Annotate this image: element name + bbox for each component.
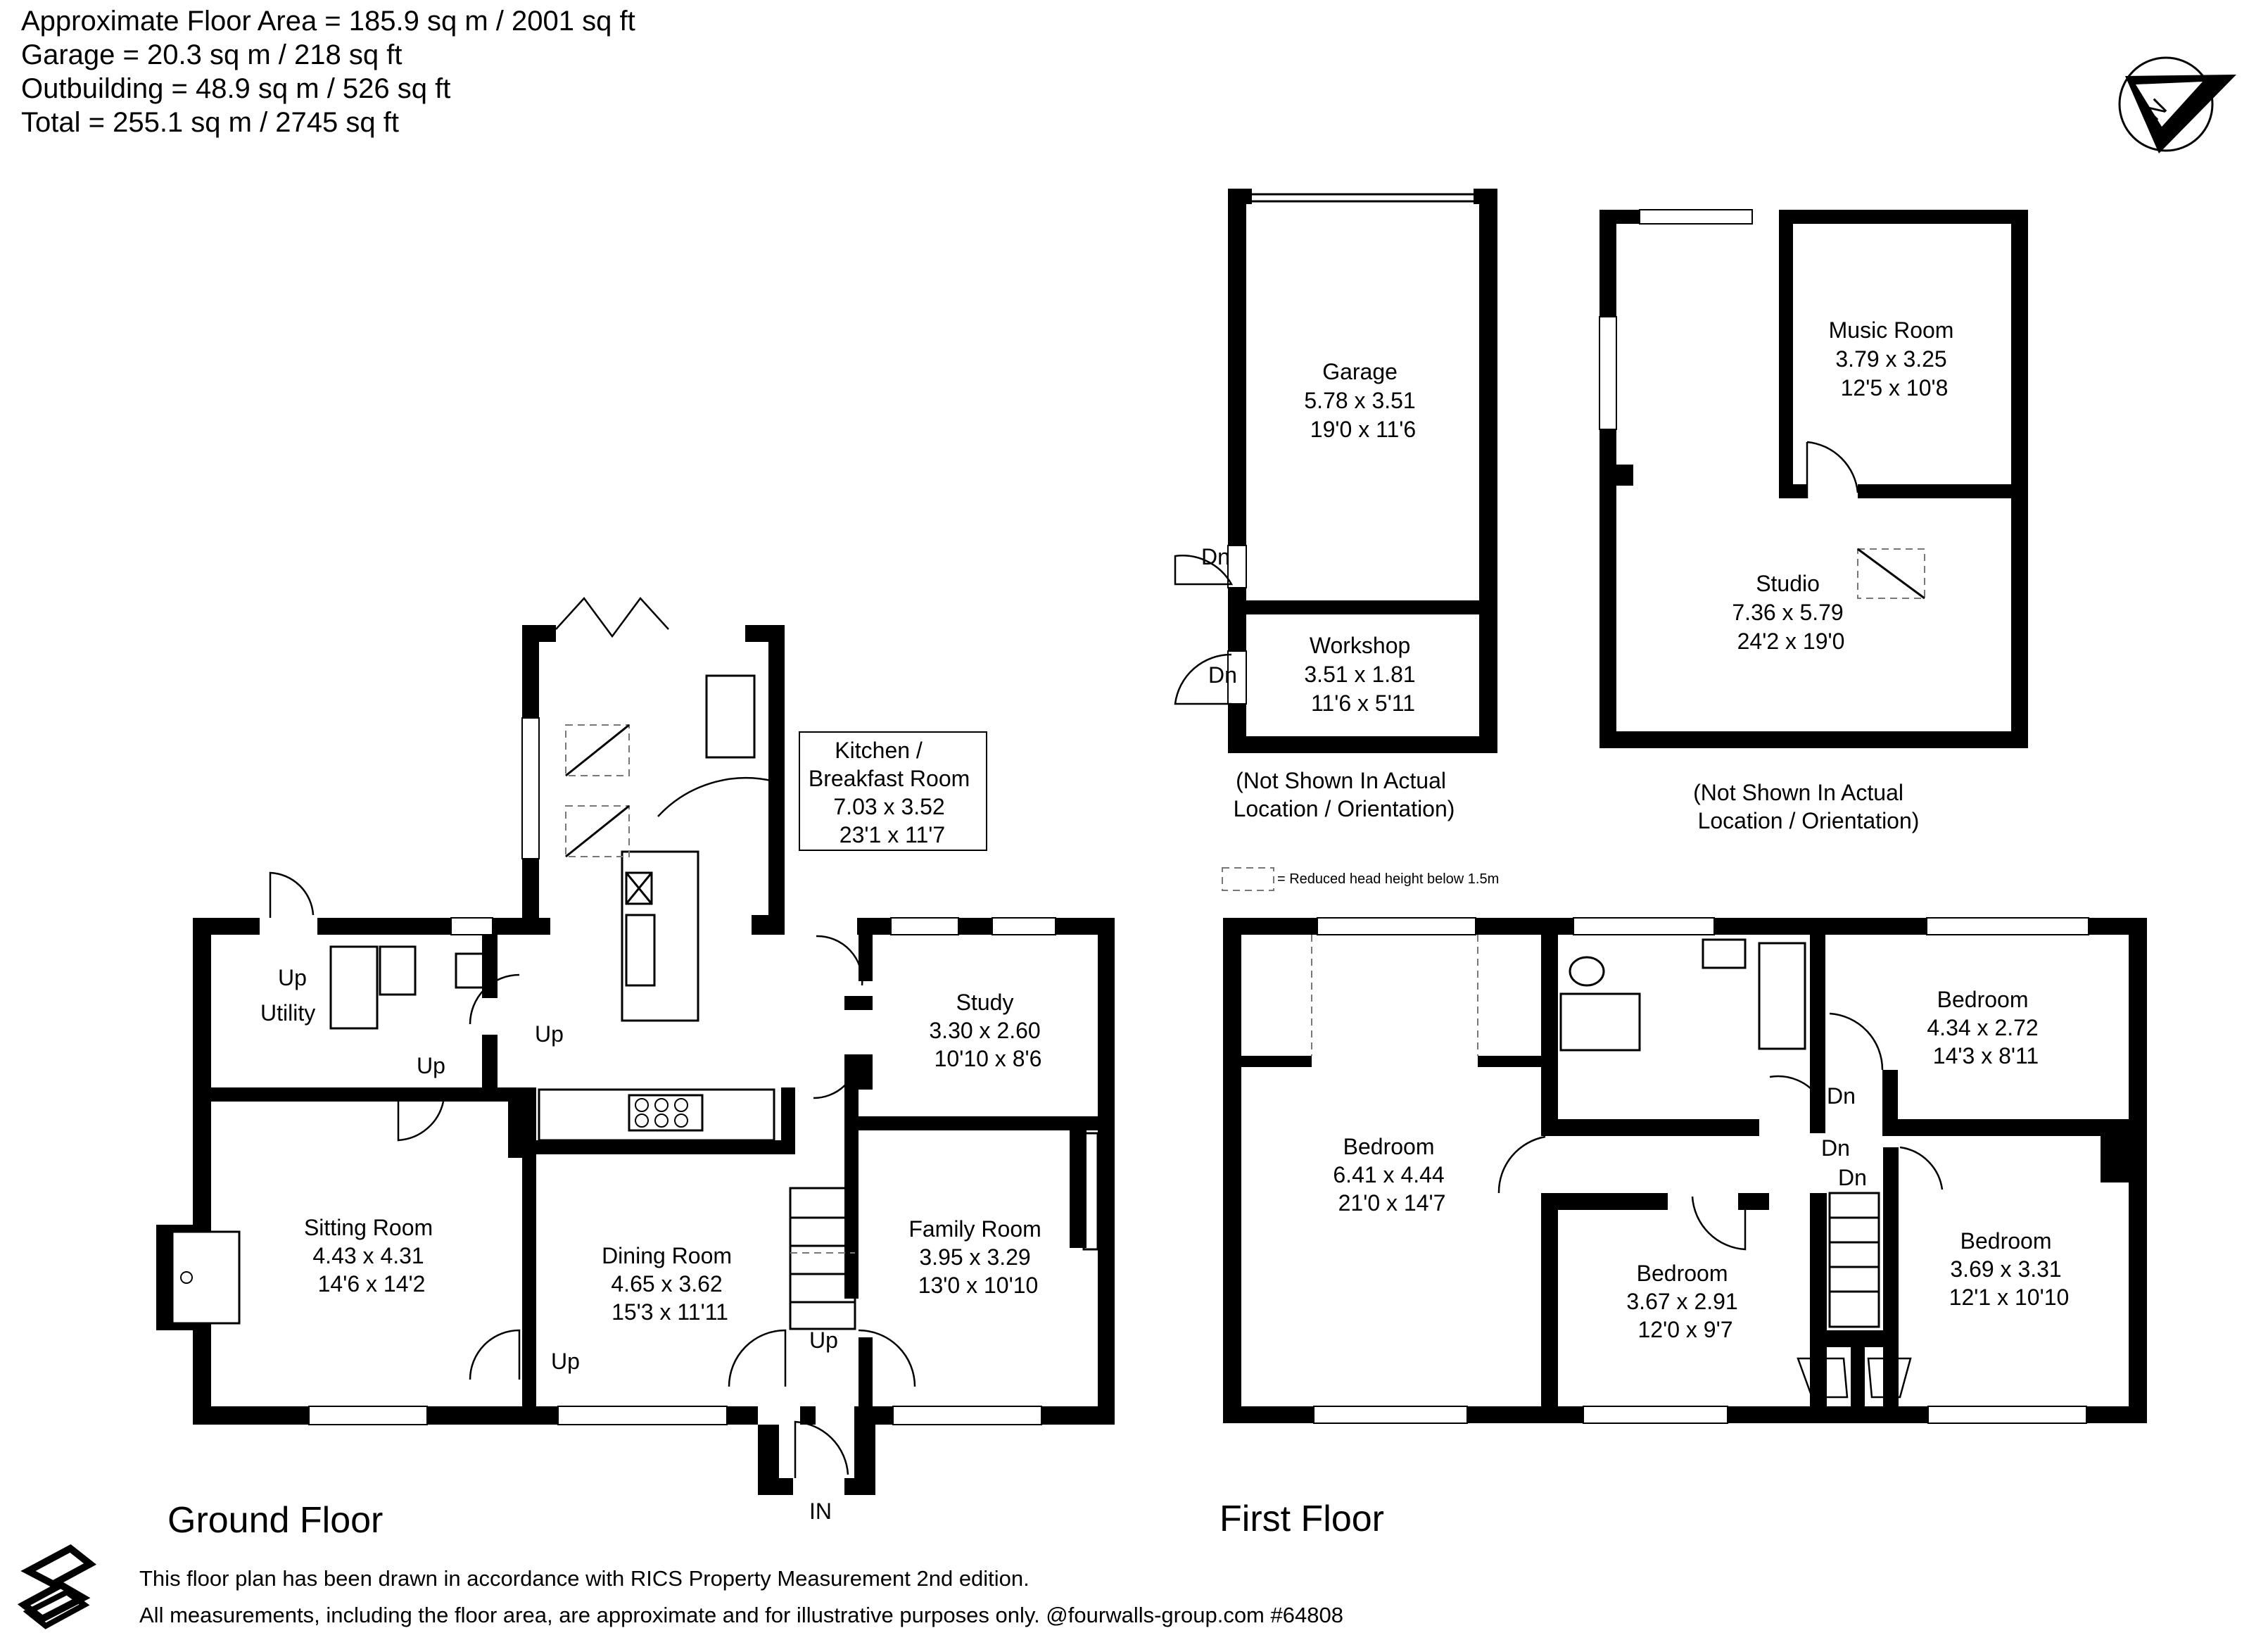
- music-room-label: Music Room 3.79 x 3.25 12'5 x 10'8: [1829, 317, 1960, 400]
- floor-area-line: Approximate Floor Area = 185.9 sq m / 20…: [21, 6, 635, 37]
- bedroom-four-label: Bedroom 3.69 x 3.31 12'1 x 10'10: [1949, 1228, 2070, 1310]
- reduced-height-key-label: = Reduced head height below 1.5m: [1277, 871, 1499, 887]
- garage-area-line: Garage = 20.3 sq m / 218 sq ft: [21, 39, 403, 70]
- outbuilding-area-line: Outbuilding = 48.9 sq m / 526 sq ft: [21, 73, 451, 104]
- workshop-label: Workshop 3.51 x 1.81 11'6 x 5'11: [1304, 633, 1421, 716]
- workshop-down-label: Dn: [1208, 662, 1237, 688]
- entrance-label: IN: [809, 1499, 832, 1524]
- bedroom-three-label: Bedroom 3.67 x 2.91 12'0 x 9'7: [1626, 1261, 1744, 1342]
- garage-down-label: Dn: [1201, 544, 1230, 569]
- hall-up-label: Up: [417, 1053, 445, 1078]
- study-label: Study 3.30 x 2.60 10'10 x 8'6: [929, 990, 1046, 1071]
- utility-up-label: Up: [278, 965, 307, 990]
- first-floor-walls: [1223, 917, 2147, 1424]
- dining-up-label: Up: [551, 1349, 580, 1374]
- kitchen-up-label: Up: [535, 1021, 564, 1047]
- landing-down-label-2: Dn: [1821, 1135, 1850, 1161]
- main-bedroom-label: Bedroom 6.41 x 4.44 21'0 x 14'7: [1333, 1134, 1450, 1216]
- first-floor-title: First Floor: [1219, 1499, 1384, 1539]
- studio-label: Studio 7.36 x 5.79 24'2 x 19'0: [1732, 571, 1849, 654]
- garage-label: Garage 5.78 x 3.51 19'0 x 11'6: [1304, 359, 1421, 442]
- kitchen-label: Kitchen / Breakfast Room 7.03 x 3.52 23'…: [809, 738, 976, 847]
- sitting-room-label: Sitting Room 4.43 x 4.31 14'6 x 14'2: [304, 1215, 439, 1297]
- garage-outbuilding: [1174, 189, 1497, 753]
- compass-icon: N: [2118, 56, 2236, 153]
- reduced-height-key-icon: [1222, 867, 1274, 891]
- landing-down-label-1: Dn: [1827, 1083, 1856, 1109]
- bedroom-two-label: Bedroom 4.34 x 2.72 14'3 x 8'11: [1927, 987, 2044, 1068]
- dining-room-label: Dining Room 4.65 x 3.62 15'3 x 11'11: [602, 1243, 738, 1325]
- studio-outbuilding: [1599, 209, 2028, 748]
- utility-label: Utility: [260, 1000, 315, 1026]
- stairs-up-label: Up: [809, 1327, 838, 1353]
- ground-floor-title: Ground Floor: [167, 1500, 383, 1541]
- studio-location-note: (Not Shown In Actual Location / Orientat…: [1693, 780, 1919, 833]
- total-area-line: Total = 255.1 sq m / 2745 sq ft: [21, 107, 399, 138]
- landing-down-label-3: Dn: [1838, 1165, 1867, 1190]
- garage-location-note: (Not Shown In Actual Location / Orientat…: [1234, 768, 1455, 821]
- footer-rics-note: This floor plan has been drawn in accord…: [139, 1566, 1030, 1591]
- footer-disclaimer: All measurements, including the floor ar…: [139, 1603, 1343, 1627]
- kitchen-label-box: [799, 731, 987, 851]
- family-room-label: Family Room 3.95 x 3.29 13'0 x 10'10: [908, 1216, 1047, 1298]
- fourwalls-logo-icon: [17, 1544, 97, 1629]
- ground-floor-walls: [156, 597, 1115, 1495]
